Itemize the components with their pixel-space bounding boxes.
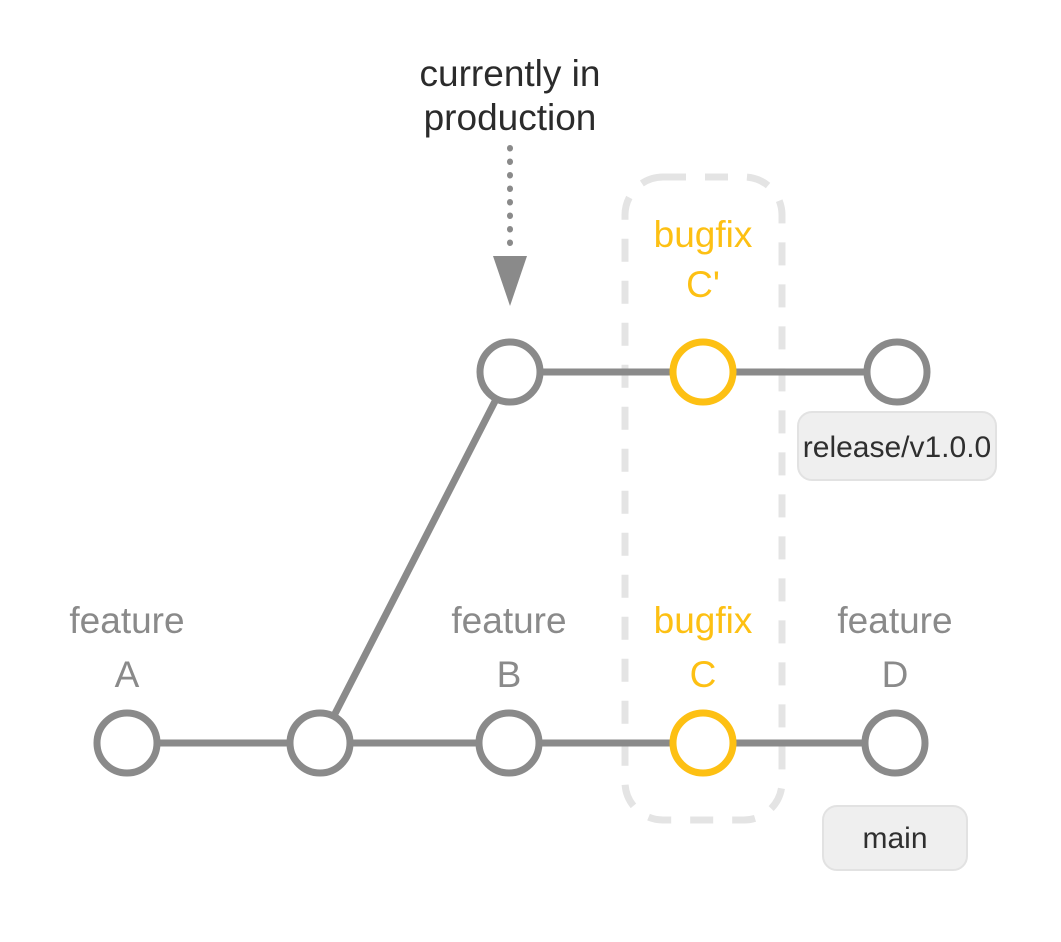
commit-release-head (476, 338, 544, 406)
annotation-line-1: currently in (420, 53, 601, 94)
label-bugfix-c-prime-line-2: C' (686, 264, 720, 305)
commit-branch-point (286, 709, 354, 777)
production-annotation: currently in production (420, 53, 601, 138)
release-branch-commits (476, 338, 931, 406)
production-pointer (493, 145, 527, 306)
commit-release-tip (863, 338, 931, 406)
label-bugfix-c-prime-line-1: bugfix (654, 214, 753, 255)
label-bugfix-c-line-2: C (690, 654, 717, 695)
commit-feature-b (475, 709, 543, 777)
label-feature-b: feature B (451, 600, 566, 695)
label-feature-a-line-2: A (115, 654, 140, 695)
commit-feature-d (861, 709, 929, 777)
release-badge-background (797, 411, 997, 481)
cherry-pick-highlight-box (621, 173, 786, 824)
label-feature-d: feature D (837, 600, 952, 695)
label-bugfix-c-prime: bugfix C' (654, 214, 753, 305)
label-bugfix-c: bugfix C (654, 600, 753, 695)
annotation-line-2: production (424, 97, 597, 138)
commit-bugfix-c-prime (669, 338, 737, 406)
label-feature-d-line-1: feature (837, 600, 952, 641)
commit-bugfix-c (669, 709, 737, 777)
label-feature-b-line-1: feature (451, 600, 566, 641)
main-badge-label: main (862, 822, 927, 855)
label-feature-d-line-2: D (882, 654, 909, 695)
dotted-arrow-down-icon (493, 256, 527, 306)
commit-feature-a (93, 709, 161, 777)
main-branch-commits (93, 709, 929, 777)
release-branch-badge: release/v1.0.0 (797, 411, 997, 481)
main-badge-background (822, 805, 968, 871)
label-feature-a-line-1: feature (69, 600, 184, 641)
label-feature-b-line-2: B (497, 654, 522, 695)
main-branch-badge: main (822, 805, 968, 871)
release-badge-label: release/v1.0.0 (803, 431, 991, 464)
label-bugfix-c-line-1: bugfix (654, 600, 753, 641)
branch-fork-line (316, 370, 514, 745)
label-feature-a: feature A (69, 600, 184, 695)
